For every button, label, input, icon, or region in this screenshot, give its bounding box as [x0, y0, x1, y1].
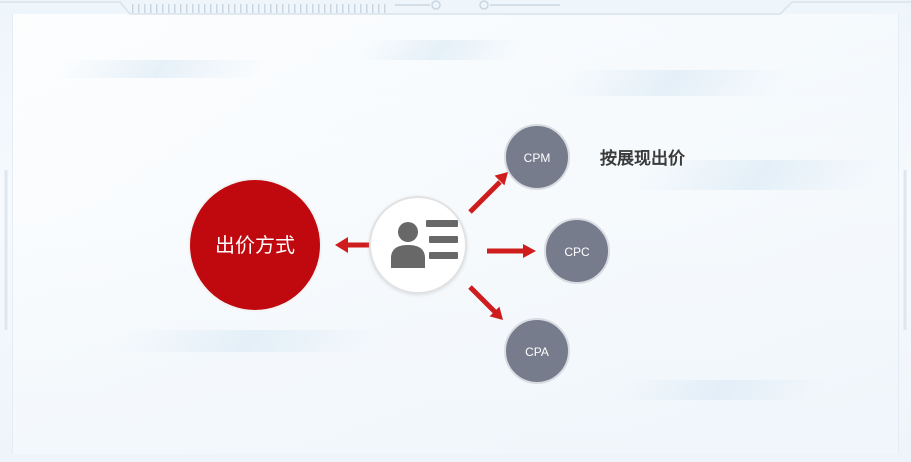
node-cpm-circle	[504, 124, 570, 190]
center-node-label: 出价方式	[215, 233, 295, 257]
node-cpa-label: CPA	[525, 345, 549, 359]
center-node: 出价方式	[188, 178, 322, 312]
center-node-circle	[188, 178, 322, 312]
node-cpa-circle	[504, 318, 570, 384]
user-list-icon	[391, 220, 458, 268]
cpm-annotation: 按展现出价	[600, 148, 686, 169]
hub-node-circle	[369, 196, 467, 294]
hub-node	[369, 196, 467, 294]
arrow-to-cpa	[468, 285, 503, 320]
side-frame-decoration	[4, 170, 907, 330]
arrow-to-cpm	[468, 172, 508, 214]
top-frame-decoration	[0, 0, 911, 15]
node-cpc-label: CPC	[564, 245, 590, 259]
node-cpa: CPA	[504, 318, 570, 384]
arrow-to-cpc	[487, 244, 536, 258]
node-cpc-circle	[544, 218, 610, 284]
node-cpm: CPM	[504, 124, 570, 190]
node-cpc: CPC	[544, 218, 610, 284]
node-cpm-label: CPM	[524, 151, 551, 165]
